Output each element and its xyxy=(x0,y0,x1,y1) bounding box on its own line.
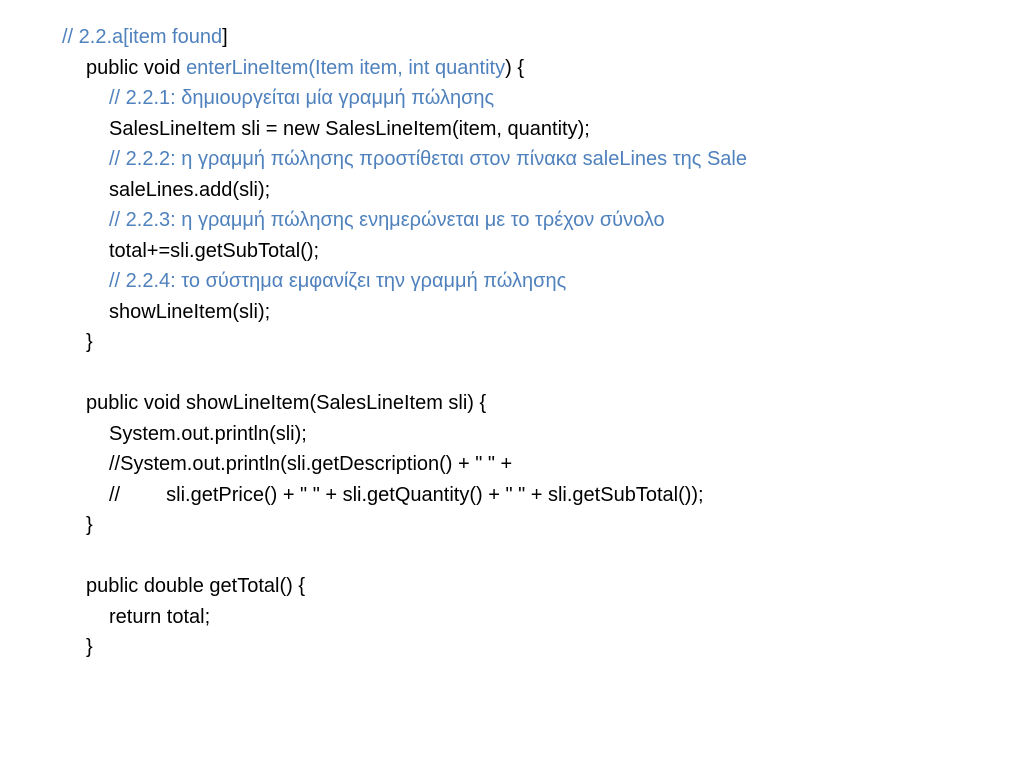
code-line-comment-2-2-4: // 2.2.4: το σύστημα εμφανίζει την γραμμ… xyxy=(109,270,567,292)
code-line-comment-2-2-2: // 2.2.2: η γραμμή πώλησης προστίθεται σ… xyxy=(109,148,747,170)
code-line-gettotal-signature: public double getTotal() { xyxy=(86,575,306,597)
code-line-closing-brace-2: } xyxy=(86,514,93,536)
comment-text: // 2.2.a[item found xyxy=(62,26,223,48)
brace-text: ) { xyxy=(505,56,525,79)
code-line-return-total: return total; xyxy=(109,605,211,628)
code-line-new-saleslineitem: SalesLineItem sli = new SalesLineItem(it… xyxy=(109,117,590,140)
bracket-text: ] xyxy=(222,26,228,48)
method-signature-text: enterLineItem(Item item, int quantity xyxy=(186,56,506,79)
code-line-salelines-add: saleLines.add(sli); xyxy=(109,178,271,201)
code-line-commented-println: //System.out.println(sli.getDescription(… xyxy=(109,453,513,475)
code-line-item-found-comment: // 2.2.a[item found] xyxy=(0,22,228,52)
code-line-comment-2-2-3: // 2.2.3: η γραμμή πώλησης ενημερώνεται … xyxy=(109,209,665,231)
code-line-showlineitem-call: showLineItem(sli); xyxy=(109,300,271,323)
code-line-showlineitem-signature: public void showLineItem(SalesLineItem s… xyxy=(86,392,487,414)
comment-slashes: // xyxy=(109,483,121,506)
code-line-comment-2-2-1: // 2.2.1: δημιουργείται μία γραμμή πώλησ… xyxy=(109,87,495,109)
code-line-closing-brace-3: } xyxy=(86,636,93,658)
keyword-text: public void xyxy=(86,56,187,79)
code-line-commented-getprice: // sli.getPrice() + " " + sli.getQuantity… xyxy=(0,480,704,510)
code-line-enterlineitem-signature: public void enterLineItem(Item item, int… xyxy=(0,53,524,83)
code-line-println-sli: System.out.println(sli); xyxy=(109,422,307,445)
getprice-text: sli.getPrice() + " " + sli.getQuantity()… xyxy=(166,483,704,506)
code-line-total-update: total+=sli.getSubTotal(); xyxy=(109,239,320,262)
code-line-closing-brace-1: } xyxy=(86,331,93,353)
